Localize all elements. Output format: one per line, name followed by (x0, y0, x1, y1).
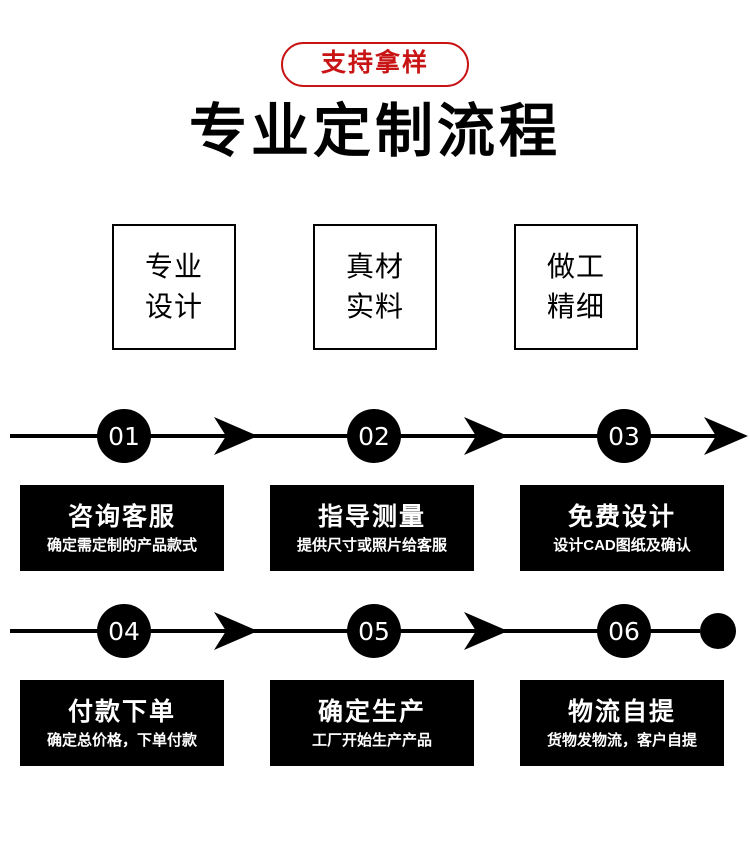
arrowhead-icon (214, 417, 258, 455)
step-number-05: 05 (347, 604, 401, 658)
feature-line-2: 实料 (345, 291, 404, 322)
feature-box-fine-workmanship: 做工 精细 (514, 224, 638, 350)
step-card-title: 指导测量 (317, 502, 426, 531)
step-row-second: 04 05 06 付款下单 确定总价格，下单付款 确定生产 工厂开始生产产品 物… (0, 600, 750, 766)
badge-row: 支持拿样 (0, 42, 750, 87)
step-number-group-row1: 01 02 03 (0, 405, 750, 467)
step-card-02: 指导测量 提供尺寸或照片给客服 (270, 485, 474, 571)
step-number-06: 06 (597, 604, 651, 658)
feature-line-2: 精细 (546, 291, 605, 322)
endpoint-dot-icon (700, 613, 736, 649)
arrowhead-icon (464, 417, 508, 455)
step-card-subtitle: 确定总价格，下单付款 (46, 731, 197, 749)
step-number-02: 02 (347, 409, 401, 463)
step-card-01: 咨询客服 确定需定制的产品款式 (20, 485, 224, 571)
step-card-title: 物流自提 (567, 697, 676, 726)
step-row-first: 01 02 03 咨询客服 确定需定制的产品款式 指导测量 提供尺寸或照片给客服… (0, 405, 750, 571)
feature-box-genuine-material: 真材 实料 (313, 224, 437, 350)
step-card-06: 物流自提 货物发物流，客户自提 (520, 680, 724, 766)
step-card-05: 确定生产 工厂开始生产产品 (270, 680, 474, 766)
step-card-title: 确定生产 (317, 697, 426, 726)
step-card-subtitle: 确定需定制的产品款式 (46, 536, 197, 554)
arrowhead-icon (214, 612, 258, 650)
step-number-group-row2: 04 05 06 (0, 600, 750, 662)
step-number-03: 03 (597, 409, 651, 463)
step-card-group-row2: 付款下单 确定总价格，下单付款 确定生产 工厂开始生产产品 物流自提 货物发物流… (0, 680, 750, 766)
step-card-title: 付款下单 (67, 697, 176, 726)
arrowhead-icon (464, 612, 508, 650)
step-card-subtitle: 货物发物流，客户自提 (546, 731, 697, 749)
feature-line-1: 真材 (345, 251, 404, 283)
step-card-title: 咨询客服 (67, 502, 176, 531)
step-card-03: 免费设计 设计CAD图纸及确认 (520, 485, 724, 571)
step-card-04: 付款下单 确定总价格，下单付款 (20, 680, 224, 766)
step-card-subtitle: 设计CAD图纸及确认 (553, 536, 691, 554)
step-card-subtitle: 提供尺寸或照片给客服 (296, 536, 447, 554)
sample-support-badge: 支持拿样 (280, 42, 469, 87)
arrowhead-icon (704, 417, 748, 455)
feature-box-group: 专业 设计 真材 实料 做工 精细 (0, 224, 750, 354)
feature-line-1: 专业 (144, 251, 203, 283)
feature-box-professional-design: 专业 设计 (112, 224, 236, 350)
page-title: 专业定制流程 (188, 99, 561, 164)
step-number-04: 04 (97, 604, 151, 658)
step-number-01: 01 (97, 409, 151, 463)
step-card-group-row1: 咨询客服 确定需定制的产品款式 指导测量 提供尺寸或照片给客服 免费设计 设计C… (0, 485, 750, 571)
feature-line-2: 设计 (144, 291, 203, 322)
step-card-title: 免费设计 (567, 502, 676, 531)
feature-line-1: 做工 (546, 251, 605, 283)
step-card-subtitle: 工厂开始生产产品 (311, 731, 432, 749)
